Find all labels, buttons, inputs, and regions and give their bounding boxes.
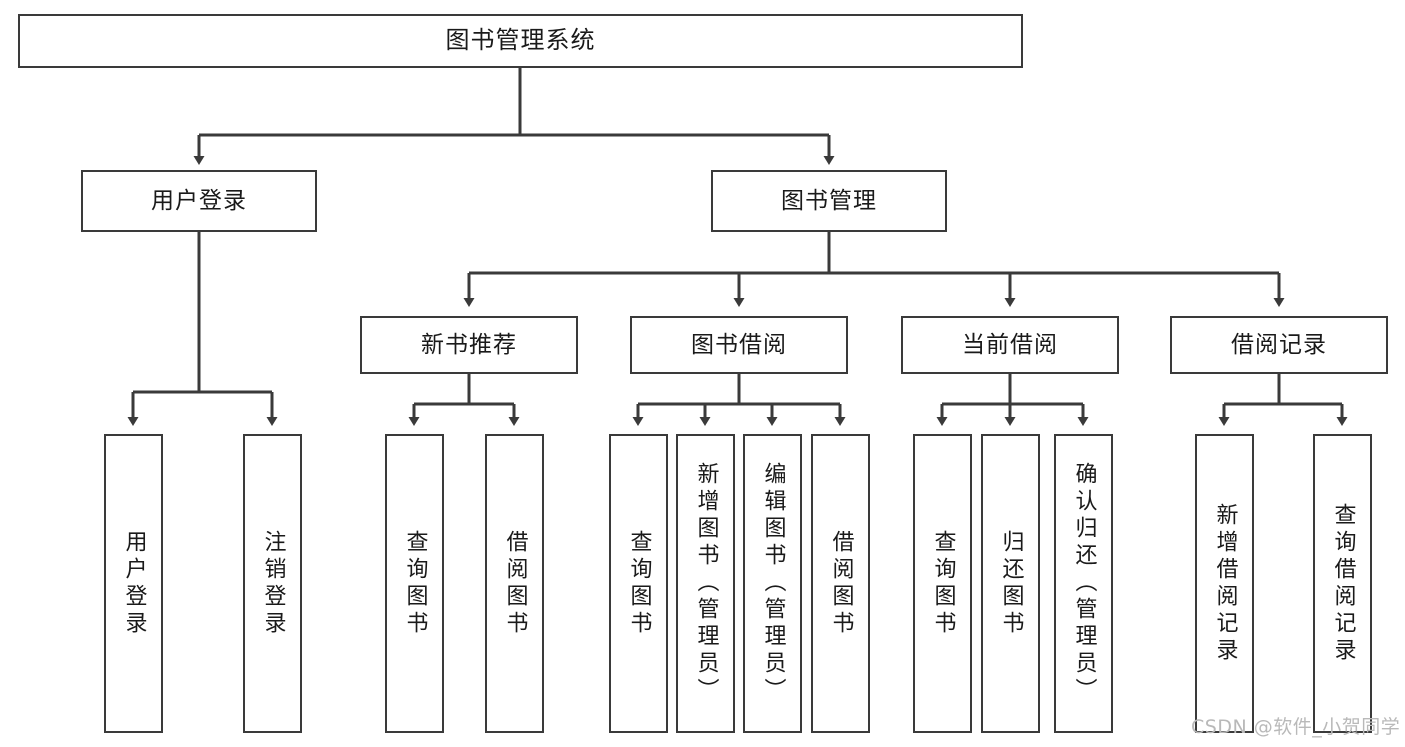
node-label: 借阅图书 [828,529,854,638]
node-label: 图书管理 [781,187,877,214]
leaf-current-return-book[interactable]: 归还图书 [981,434,1040,733]
leaf-borrow-edit-book-admin[interactable]: 编辑图书（管理员） [743,434,802,733]
leaf-borrow-borrow-book[interactable]: 借阅图书 [811,434,870,733]
node-label: 图书管理系统 [445,26,596,55]
leaf-recommend-query-book[interactable]: 查询图书 [385,434,444,733]
node-label: 图书借阅 [691,331,787,358]
node-label: 归还图书 [998,529,1024,638]
leaf-borrow-query-book[interactable]: 查询图书 [609,434,668,733]
node-label: 借阅记录 [1231,331,1327,358]
node-label: 确认归还（管理员） [1071,462,1097,705]
leaf-current-query-book[interactable]: 查询图书 [913,434,972,733]
node-label: 查询图书 [402,529,428,638]
node-label: 用户登录 [121,529,147,638]
leaf-borrow-add-book-admin[interactable]: 新增图书（管理员） [676,434,735,733]
node-label: 新书推荐 [421,331,517,358]
node-book-borrow[interactable]: 图书借阅 [630,316,848,374]
node-label: 查询图书 [930,529,956,638]
node-label: 当前借阅 [962,331,1058,358]
node-label: 注销登录 [260,529,286,638]
node-label: 查询图书 [626,529,652,638]
node-new-book-recommend[interactable]: 新书推荐 [360,316,578,374]
node-user-login[interactable]: 用户登录 [81,170,317,232]
node-book-management[interactable]: 图书管理 [711,170,947,232]
node-label: 新增图书（管理员） [693,462,719,705]
node-label: 借阅图书 [502,529,528,638]
node-root-system[interactable]: 图书管理系统 [18,14,1023,68]
node-current-borrow[interactable]: 当前借阅 [901,316,1119,374]
node-label: 编辑图书（管理员） [760,462,786,705]
leaf-record-add-record[interactable]: 新增借阅记录 [1195,434,1254,733]
leaf-recommend-borrow-book[interactable]: 借阅图书 [485,434,544,733]
leaf-current-confirm-return-admin[interactable]: 确认归还（管理员） [1054,434,1113,733]
leaf-user-login[interactable]: 用户登录 [104,434,163,733]
node-label: 查询借阅记录 [1330,502,1356,665]
leaf-user-logout[interactable]: 注销登录 [243,434,302,733]
node-label: 新增借阅记录 [1212,502,1238,665]
node-borrow-record[interactable]: 借阅记录 [1170,316,1388,374]
leaf-record-query-record[interactable]: 查询借阅记录 [1313,434,1372,733]
watermark-text: CSDN @软件_小贺同学 [1191,716,1401,738]
node-label: 用户登录 [151,187,247,214]
